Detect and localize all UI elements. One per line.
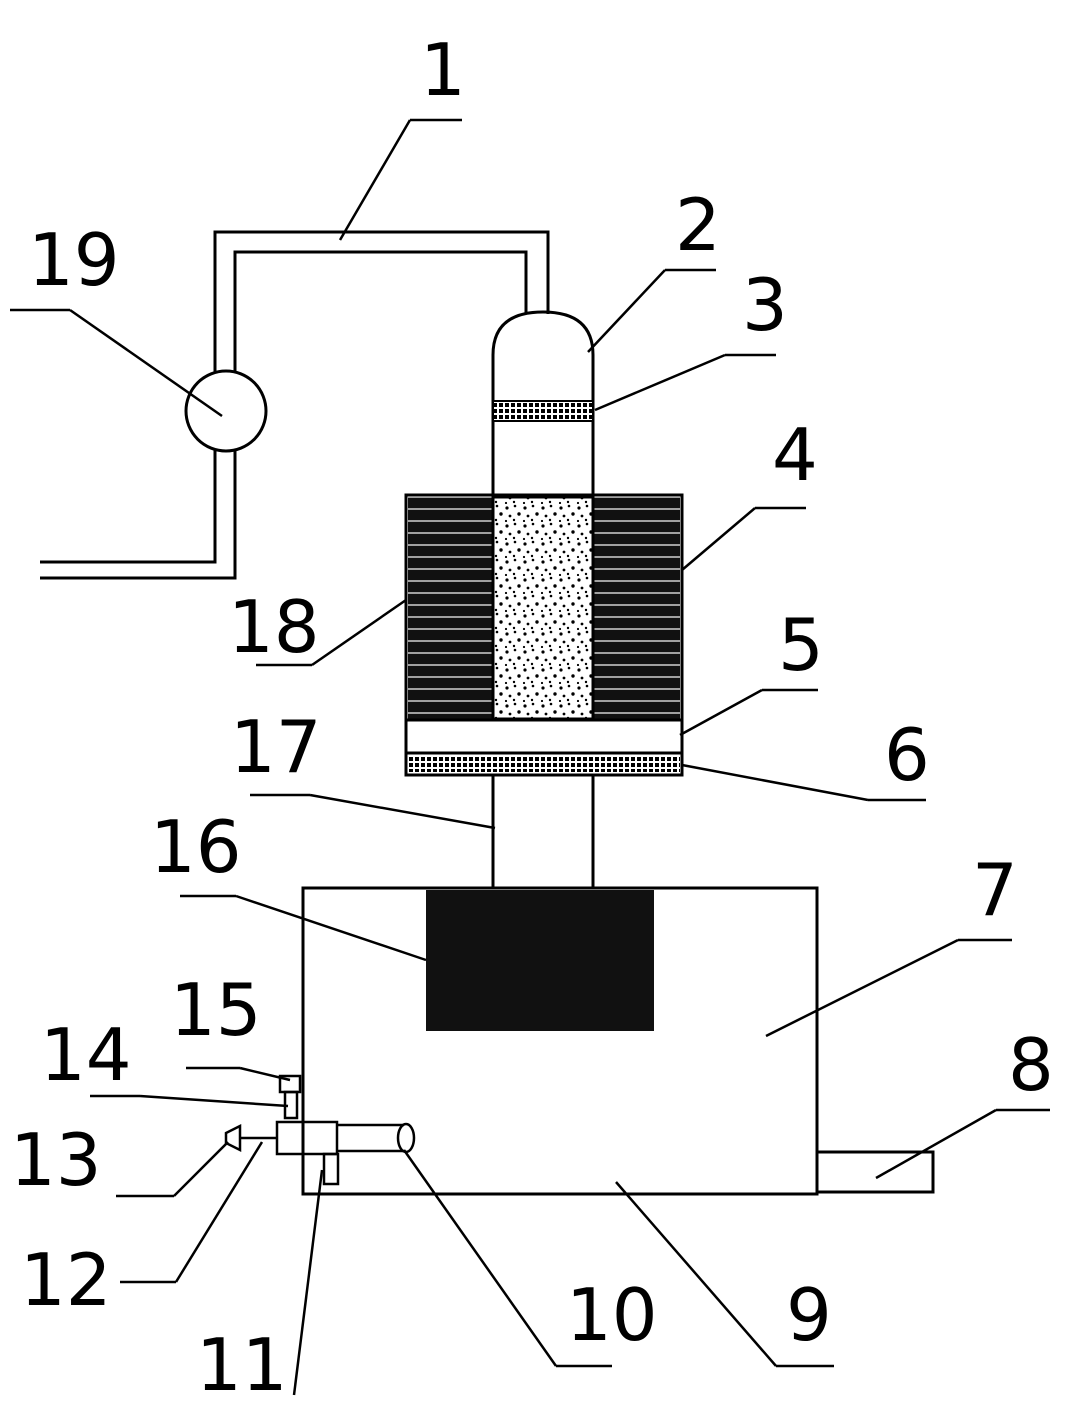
label-3: 3: [742, 263, 788, 347]
plate-5: [408, 722, 680, 752]
packed-bed: [491, 495, 595, 721]
heater-block-16: [426, 890, 654, 1031]
label-4: 4: [772, 413, 818, 497]
valve-assembly: [224, 1074, 416, 1186]
label-19: 19: [28, 218, 120, 302]
insulation-18-left: [408, 497, 493, 719]
leader-lines: [10, 118, 1050, 1396]
label-13: 13: [10, 1118, 102, 1202]
label-8: 8: [1008, 1023, 1054, 1107]
label-1: 1: [420, 28, 466, 112]
pipe-1: [40, 230, 550, 580]
label-9: 9: [786, 1273, 832, 1357]
label-5: 5: [778, 603, 824, 687]
label-7: 7: [972, 848, 1018, 932]
pump-19: [184, 369, 268, 453]
vessel-4: [404, 493, 684, 777]
insulation-18-right: [593, 497, 680, 719]
plate-6: [408, 756, 680, 772]
label-11: 11: [196, 1323, 288, 1407]
neck-17: [491, 775, 595, 888]
label-14: 14: [40, 1013, 132, 1097]
outlet-8: [817, 1150, 935, 1194]
label-15: 15: [170, 968, 262, 1052]
label-10: 10: [566, 1273, 658, 1357]
label-16: 16: [150, 805, 242, 889]
dome-2: [491, 310, 595, 496]
filter-mesh-3: [492, 400, 594, 422]
label-12: 12: [20, 1238, 112, 1322]
label-17: 17: [230, 705, 322, 789]
label-18: 18: [228, 585, 320, 669]
label-6: 6: [884, 713, 930, 797]
label-2: 2: [675, 183, 721, 267]
tank-7: [301, 886, 819, 1196]
